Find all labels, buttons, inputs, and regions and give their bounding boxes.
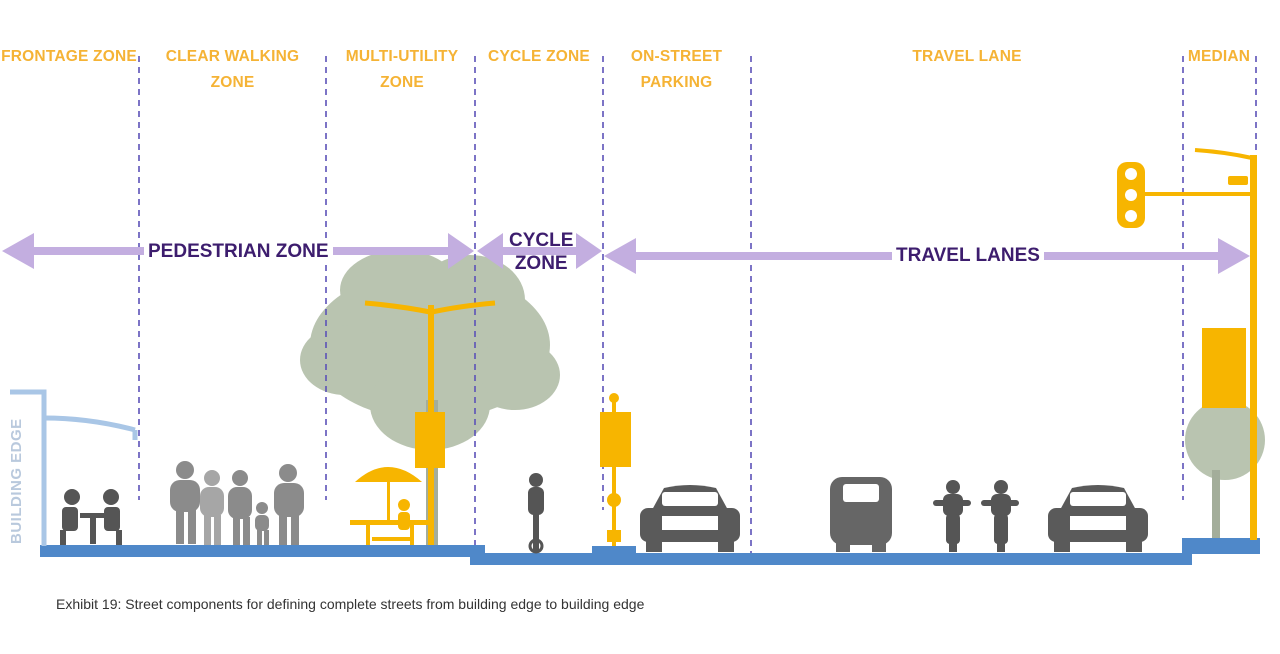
zone-label-travel-lane: TRAVEL LANE xyxy=(912,48,1022,65)
cctv-camera-icon xyxy=(1228,176,1248,185)
cafe-seating-icon xyxy=(60,489,122,545)
median-tree xyxy=(1185,400,1265,540)
zone-label-median: MEDIAN xyxy=(1187,48,1251,65)
band-label-pedestrian: PEDESTRIAN ZONE xyxy=(144,240,333,263)
zone-label-multi-utility: MULTI-UTILITY ZONE xyxy=(345,48,459,91)
auto-rickshaw-icon xyxy=(830,477,892,552)
building-edge xyxy=(10,389,138,546)
motorbike-riders-icon xyxy=(933,480,1019,552)
zone-label-on-street-parking: ON-STREET PARKING xyxy=(630,48,723,91)
median-signal-pole xyxy=(1117,148,1257,540)
travel-lane-car-icon xyxy=(1048,485,1148,552)
umbrella-bench-icon xyxy=(350,467,430,545)
cyclist-icon xyxy=(528,473,544,554)
zone-dividers xyxy=(138,56,1257,555)
street-light-pole xyxy=(364,300,496,545)
figure-caption: Exhibit 19: Street components for defini… xyxy=(56,596,645,612)
building-edge-label: BUILDING EDGE xyxy=(8,418,25,544)
parking-sign-post xyxy=(600,393,631,546)
band-label-cycle: CYCLE ZONE xyxy=(509,230,574,274)
pedestrians-icon xyxy=(170,461,304,545)
traffic-light-icon xyxy=(1125,168,1137,222)
street-tree xyxy=(300,250,560,545)
parked-car-icon xyxy=(640,485,740,552)
band-label-travel: TRAVEL LANES xyxy=(892,244,1044,267)
ground-profile xyxy=(40,538,1260,565)
zone-label-frontage: FRONTAGE ZONE xyxy=(1,48,137,65)
zone-label-cycle: CYCLE ZONE xyxy=(488,48,590,65)
zone-label-clear-walking: CLEAR WALKING ZONE xyxy=(165,48,300,91)
